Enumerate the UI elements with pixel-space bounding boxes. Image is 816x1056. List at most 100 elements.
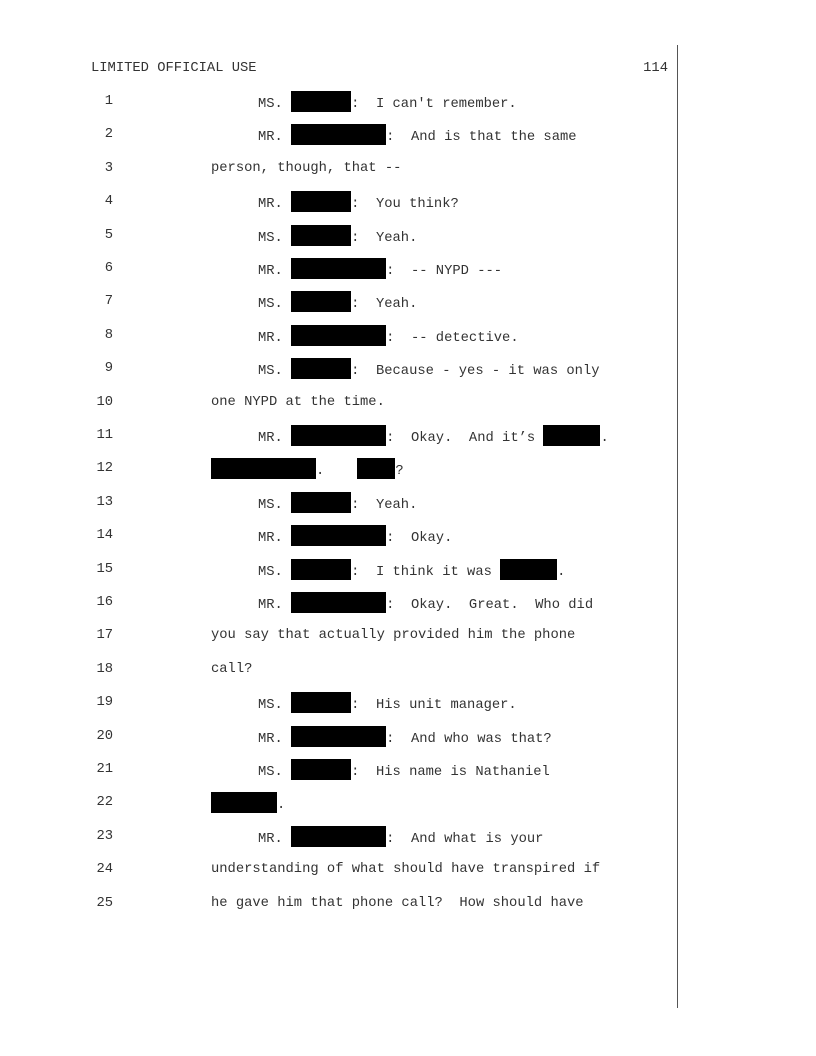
- redaction-box: [291, 124, 387, 146]
- redaction-box: [291, 692, 352, 714]
- text-segment: MR.: [258, 130, 292, 146]
- text-segment: MS.: [258, 364, 292, 380]
- line-text: one NYPD at the time.: [211, 392, 385, 414]
- redaction-box: [500, 558, 558, 580]
- text-segment: : Yeah.: [351, 497, 418, 513]
- text-segment: MS.: [258, 497, 292, 513]
- line-text: you say that actually provided him the p…: [211, 625, 575, 647]
- text-segment: : Okay. And it’s: [386, 431, 544, 446]
- text-segment: : Yeah.: [351, 297, 418, 313]
- line-text: MR. : Okay.: [258, 525, 452, 550]
- text-segment: MR.: [258, 330, 292, 346]
- redaction-box: [291, 191, 352, 213]
- line-number: 13: [96, 494, 113, 510]
- line-number: 12: [96, 461, 113, 477]
- line-number: 24: [96, 862, 113, 878]
- line-text: MR. : And what is your: [258, 825, 544, 851]
- redaction-box: [291, 324, 387, 346]
- line-text: MR. : Okay. And it’s .: [258, 425, 609, 450]
- line-text: MS. : Because - yes - it was only: [258, 358, 600, 383]
- redaction-box: [291, 759, 352, 780]
- line-text: .: [211, 792, 285, 817]
- line-text: call?: [211, 659, 252, 681]
- text-segment: MR.: [258, 531, 292, 547]
- text-segment: .: [316, 464, 358, 480]
- line-text: person, though, that --: [211, 158, 401, 180]
- text-segment: : And what is your: [386, 831, 544, 847]
- margin-rule: [677, 45, 678, 1008]
- text-segment: understanding of what should have transp…: [211, 862, 601, 878]
- line-number: 14: [96, 528, 113, 544]
- line-text: MS. : Yeah.: [258, 291, 417, 316]
- page-number: 114: [643, 61, 668, 76]
- line-text: understanding of what should have transp…: [211, 859, 600, 881]
- text-segment: call?: [211, 661, 253, 677]
- text-segment: : And who was that?: [386, 731, 552, 747]
- redaction-box: [291, 425, 387, 446]
- text-segment: : I can't remember.: [351, 97, 517, 112]
- redaction-box: [211, 792, 277, 814]
- text-segment: : And is that the same: [386, 130, 577, 146]
- text-segment: one NYPD at the time.: [211, 394, 385, 410]
- redaction-box: [291, 224, 352, 246]
- redaction-box: [291, 525, 387, 547]
- line-number: 25: [96, 895, 113, 911]
- line-number: 6: [104, 261, 113, 276]
- text-segment: .: [557, 564, 566, 580]
- text-segment: MS.: [258, 564, 292, 580]
- line-number: 11: [96, 428, 113, 443]
- line-text: MS. : His unit manager.: [258, 692, 517, 717]
- redaction-box: [291, 558, 352, 580]
- text-segment: : Yeah.: [351, 230, 418, 246]
- text-segment: MS.: [258, 297, 292, 313]
- line-number: 8: [104, 327, 113, 343]
- redaction-box: [291, 291, 352, 313]
- line-number: 20: [96, 728, 113, 744]
- redaction-box: [291, 358, 352, 380]
- line-number: 16: [96, 595, 113, 610]
- text-segment: : -- NYPD ---: [386, 264, 503, 279]
- line-number: 7: [104, 294, 113, 310]
- line-text: MS. : His name is Nathaniel: [258, 759, 550, 784]
- line-number: 1: [104, 94, 113, 109]
- text-segment: MR.: [258, 264, 292, 279]
- line-text: MS. : Yeah.: [258, 491, 418, 517]
- text-segment: : Okay. Great. Who did: [386, 598, 594, 613]
- redaction-box: [291, 725, 387, 747]
- text-segment: person, though, that --: [211, 160, 402, 176]
- classification-header: LIMITED OFFICIAL USE: [91, 61, 257, 76]
- text-segment: MR.: [258, 197, 292, 213]
- line-text: MR. : Okay. Great. Who did: [258, 592, 593, 617]
- redaction-box: [543, 425, 601, 446]
- text-segment: MR.: [258, 831, 292, 847]
- line-text: MR. : You think?: [258, 191, 459, 216]
- line-number: 17: [96, 628, 113, 644]
- text-segment: MR.: [258, 731, 292, 747]
- text-segment: MS.: [258, 97, 292, 112]
- line-number: 4: [104, 194, 113, 210]
- line-text: MR. : And who was that?: [258, 725, 552, 751]
- text-segment: : You think?: [351, 197, 459, 213]
- line-text: . ?: [211, 458, 404, 483]
- line-number: 9: [104, 361, 113, 377]
- redaction-box: [291, 91, 352, 112]
- text-segment: .: [277, 798, 286, 814]
- line-text: MS. : I can't remember.: [258, 91, 517, 116]
- text-segment: MS.: [258, 765, 292, 780]
- text-segment: : Because - yes - it was only: [351, 364, 600, 380]
- line-text: MR. : -- detective.: [258, 324, 519, 350]
- line-number: 21: [96, 762, 113, 777]
- line-text: he gave him that phone call? How should …: [211, 893, 584, 915]
- line-number: 10: [96, 394, 113, 410]
- text-segment: .: [600, 431, 609, 446]
- redaction-box: [357, 458, 396, 480]
- line-text: MS. : I think it was .: [258, 558, 566, 584]
- redaction-box: [291, 825, 387, 847]
- redaction-box: [291, 258, 387, 279]
- text-segment: MR.: [258, 598, 292, 613]
- line-number: 3: [104, 160, 113, 176]
- text-segment: he gave him that phone call? How should …: [211, 895, 584, 911]
- line-text: MS. : Yeah.: [258, 224, 418, 250]
- line-number: 15: [96, 561, 113, 577]
- line-number: 5: [104, 227, 113, 243]
